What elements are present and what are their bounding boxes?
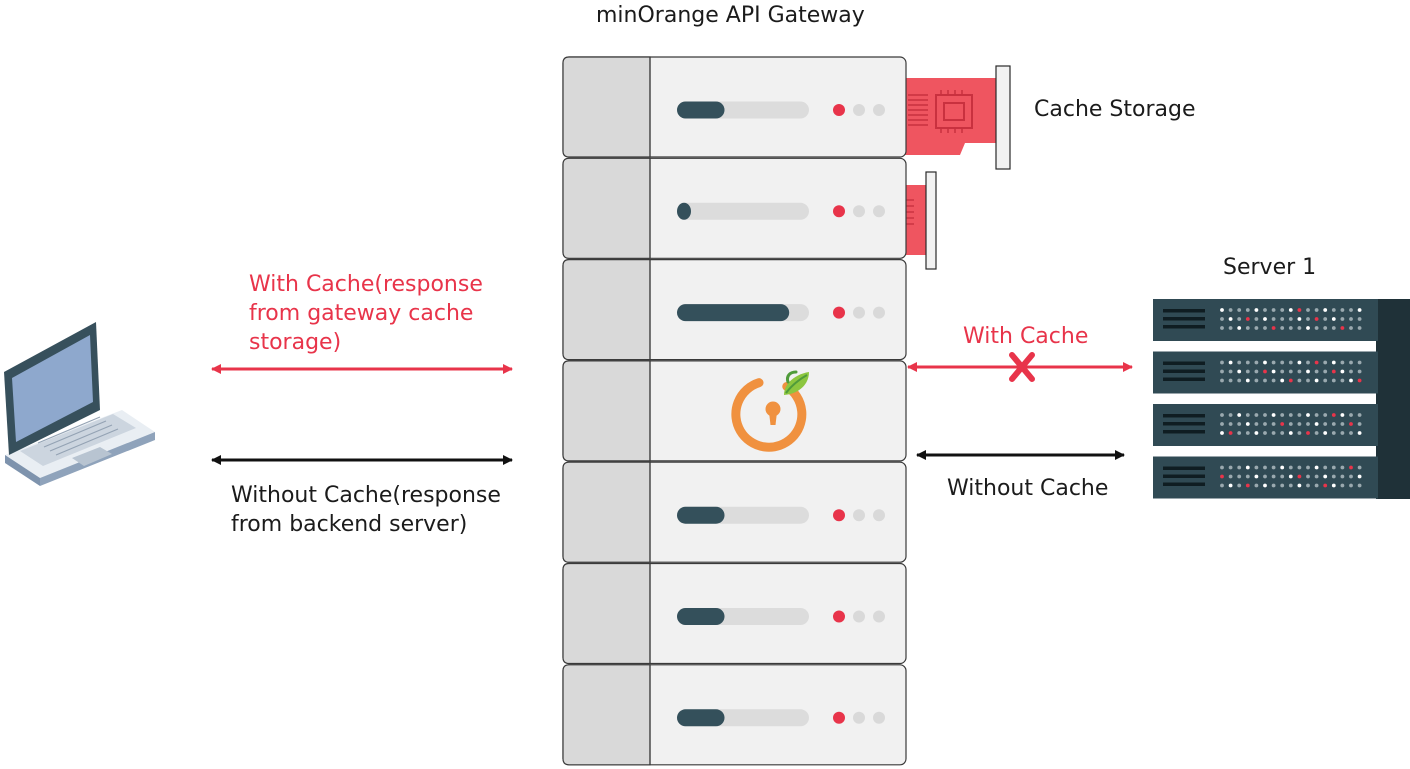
server-unit [1153, 351, 1378, 394]
gateway-unit [562, 56, 907, 158]
gateway-unit [562, 259, 907, 361]
status-bar-fill [677, 101, 725, 119]
server-unit [1153, 456, 1378, 499]
status-led [873, 306, 885, 319]
status-led [853, 306, 865, 319]
status-led-red [833, 711, 845, 724]
status-led [853, 610, 865, 623]
left-without-cache-label: Without Cache(response from backend serv… [231, 483, 501, 537]
right-with-cache-label: With Cache [963, 324, 1089, 349]
cache-storage-card [880, 65, 1011, 170]
status-led [853, 205, 865, 218]
status-led-red [833, 306, 845, 319]
gateway-unit [562, 664, 907, 766]
status-bar-track [677, 202, 809, 220]
server-rack-icon [1153, 299, 1410, 499]
status-led [873, 509, 885, 522]
status-bar-fill [677, 202, 691, 220]
left-with-cache-label: With Cache(response from gateway cache s… [249, 272, 483, 355]
gateway-stack [562, 56, 907, 766]
status-bar-fill [677, 506, 725, 524]
gateway-title: minOrange API Gateway [596, 3, 865, 28]
status-led [853, 711, 865, 724]
status-led-red [833, 509, 845, 522]
server-unit [1153, 404, 1378, 446]
gateway-unit [562, 562, 907, 665]
status-bar-fill [677, 304, 790, 322]
status-led [853, 509, 865, 522]
status-led-red [833, 610, 845, 623]
laptop-icon [4, 322, 155, 486]
status-led-red [833, 205, 845, 218]
server-label: Server 1 [1223, 255, 1317, 280]
gateway-unit [562, 157, 907, 259]
cache-storage-label: Cache Storage [1034, 97, 1196, 122]
right-without-cache-label: Without Cache [947, 476, 1109, 501]
minorange-logo-icon [731, 370, 809, 452]
status-led [853, 104, 865, 116]
server-unit [1153, 299, 1378, 341]
status-led [873, 104, 885, 116]
status-led [873, 610, 885, 623]
status-led-red [833, 104, 845, 116]
status-led [873, 205, 885, 218]
gateway-unit [562, 461, 907, 563]
cross-icon [1009, 352, 1035, 382]
status-bar-fill [677, 709, 725, 727]
status-led [873, 711, 885, 724]
status-bar-fill [677, 608, 725, 625]
